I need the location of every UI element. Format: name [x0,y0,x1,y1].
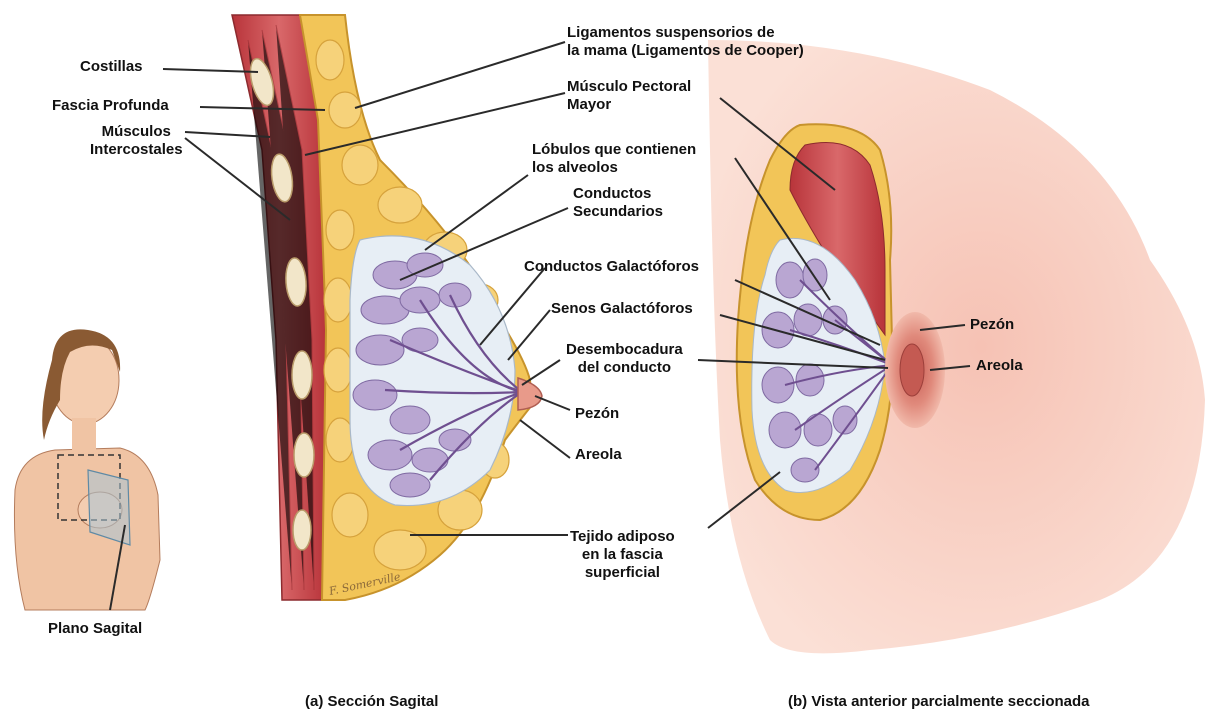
label-areola-a: Areola [575,446,622,464]
label-lobulos: Lóbulos que contienen los alveolos [532,141,696,177]
label-fascia-profunda: Fascia Profunda [52,97,169,115]
label-tejido-adiposo: Tejido adiposo en la fascia superficial [570,528,675,582]
label-desembocadura: Desembocadura del conducto [566,341,683,377]
label-conductos-secundarios-line2: Secundarios [573,203,663,221]
label-costillas: Costillas [80,58,143,76]
label-tejido-adiposo-line2: en la fascia [570,546,675,564]
label-lobulos-line1: Lóbulos que contienen [532,141,696,159]
label-musculo-pectoral-line1: Músculo Pectoral [567,78,691,96]
label-musculos-intercostales: Músculos Intercostales [90,123,183,159]
label-musculos-intercostales-line1: Músculos [90,123,183,141]
woman-figure-sagittal-plane [14,329,160,610]
label-musculos-intercostales-line2: Intercostales [90,141,183,159]
nipple-a [518,378,542,410]
label-musculo-pectoral-line2: Mayor [567,96,691,114]
anterior-view-illustration [708,40,1205,653]
sagittal-section-illustration [232,15,542,600]
caption-a: (a) Sección Sagital [305,693,438,710]
label-tejido-adiposo-line3: superficial [570,564,675,582]
label-desembocadura-line1: Desembocadura [566,341,683,359]
label-lobulos-line2: los alveolos [532,159,696,177]
label-desembocadura-line2: del conducto [566,359,683,377]
label-areola-b: Areola [976,357,1023,375]
label-pezon-b: Pezón [970,316,1014,334]
label-ligamentos: Ligamentos suspensorios de la mama (Liga… [567,24,804,60]
label-conductos-secundarios: Conductos Secundarios [573,185,663,221]
label-ligamentos-line2: la mama (Ligamentos de Cooper) [567,42,804,60]
label-conductos-secundarios-line1: Conductos [573,185,663,203]
caption-b: (b) Vista anterior parcialmente secciona… [788,693,1090,710]
label-musculo-pectoral: Músculo Pectoral Mayor [567,78,691,114]
label-conductos-galactoforos: Conductos Galactóforos [524,258,699,276]
label-pezon-a: Pezón [575,405,619,423]
label-senos-galactoforos: Senos Galactóforos [551,300,693,318]
label-tejido-adiposo-line1: Tejido adiposo [570,528,675,546]
nipple-b [900,344,924,396]
label-ligamentos-line1: Ligamentos suspensorios de [567,24,804,42]
label-plano-sagital: Plano Sagital [48,620,142,638]
